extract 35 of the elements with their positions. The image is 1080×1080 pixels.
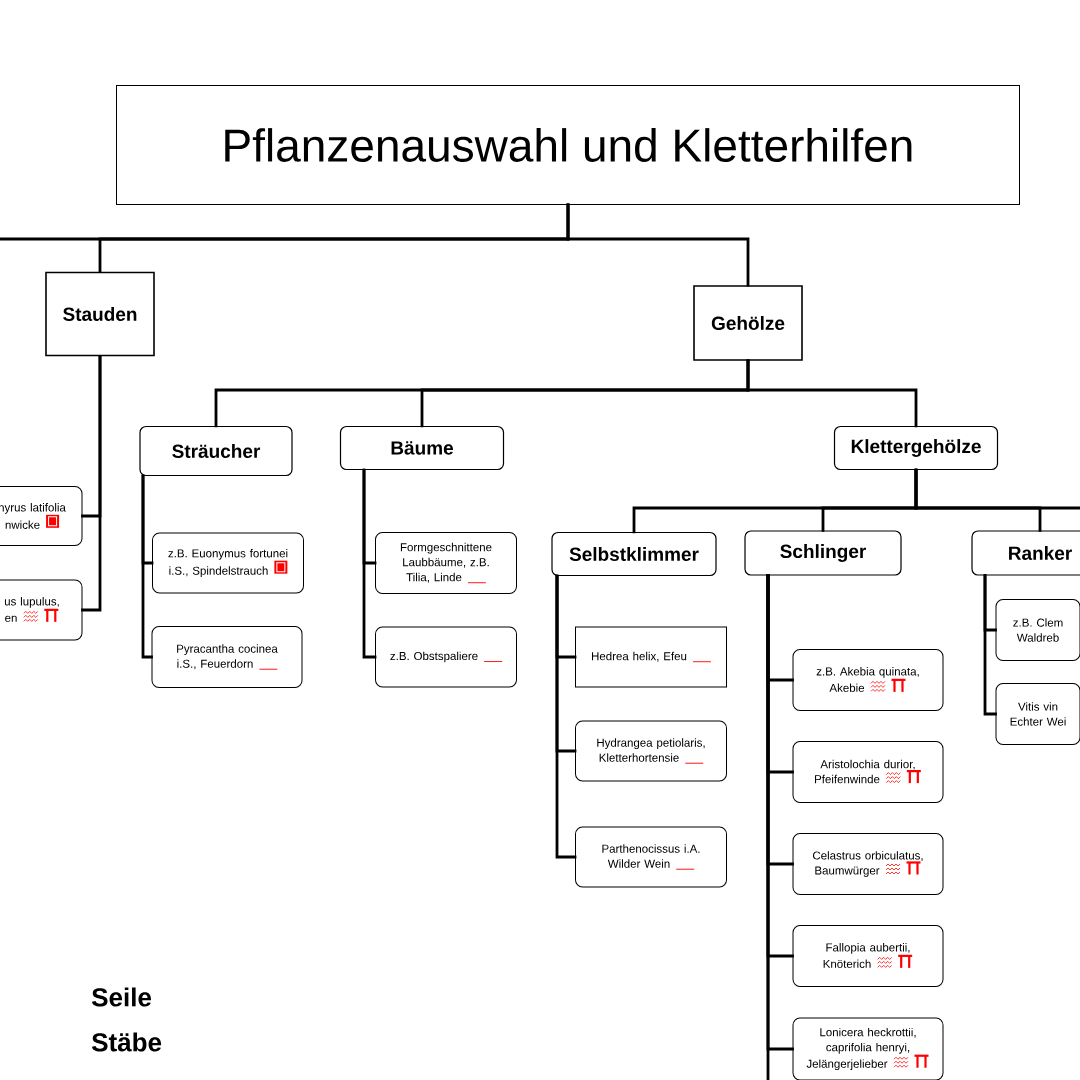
plant-box: us lupulus, en bbox=[0, 579, 83, 641]
plant-box: Pyracantha cocinea i.S., Feuerdorn bbox=[151, 626, 303, 688]
plant-box: Formgeschnittene Laubbäume, z.B. Tilia, Linde bbox=[375, 532, 517, 594]
category-box: Klettergehölze bbox=[833, 425, 999, 471]
connector-line bbox=[141, 474, 153, 659]
category-label: Stäbe bbox=[91, 1032, 162, 1052]
connector-line bbox=[566, 203, 750, 287]
category-box: Ranker bbox=[971, 530, 1080, 576]
plant-box: Lonicera heckrottii, caprifolia henryi, Jelängerjelieber bbox=[792, 1017, 944, 1080]
category-box: Sträucher bbox=[139, 425, 293, 477]
category-box: Gehölze bbox=[693, 285, 803, 361]
plant-box: Hydrangea petiolaris, Kletterhortensie bbox=[575, 720, 727, 782]
connector-line bbox=[983, 574, 997, 716]
category-label: Seile bbox=[91, 987, 151, 1007]
connector-line bbox=[362, 468, 377, 659]
plant-box: Vitis vin Echter Wei bbox=[995, 683, 1080, 745]
category-box: Stauden bbox=[45, 271, 155, 357]
connector-line bbox=[746, 359, 918, 428]
plant-box: z.B. Clem Waldreb bbox=[995, 599, 1080, 661]
connector-line bbox=[766, 574, 770, 1080]
plant-box: z.B. Akebia quinata, Akebie bbox=[792, 649, 944, 711]
connector-line bbox=[81, 354, 102, 612]
plant-box: z.B. Euonymus fortunei i.S., Spindelstrauch bbox=[152, 532, 304, 594]
category-box: Schlinger bbox=[744, 530, 902, 576]
category-box: Bäume bbox=[339, 425, 505, 471]
plant-box: Celastrus orbiculatus, Baumwürger bbox=[792, 833, 944, 895]
category-box: Selbstklimmer bbox=[551, 531, 717, 577]
plant-box: Aristolochia durior, Pfeifenwinde bbox=[792, 741, 944, 803]
title-box: Pflanzenauswahl und Kletterhilfen bbox=[116, 85, 1020, 205]
connector-line bbox=[914, 468, 1080, 510]
connector-line bbox=[555, 574, 577, 859]
plant-box: Fallopia aubertii, Knöterich bbox=[792, 925, 944, 987]
plant-box: z.B. Obstspaliere bbox=[375, 626, 517, 688]
plant-box: Hedrea helix, Efeu bbox=[575, 626, 727, 688]
plant-box: Parthenocissus i.A. Wilder Wein bbox=[575, 826, 727, 888]
